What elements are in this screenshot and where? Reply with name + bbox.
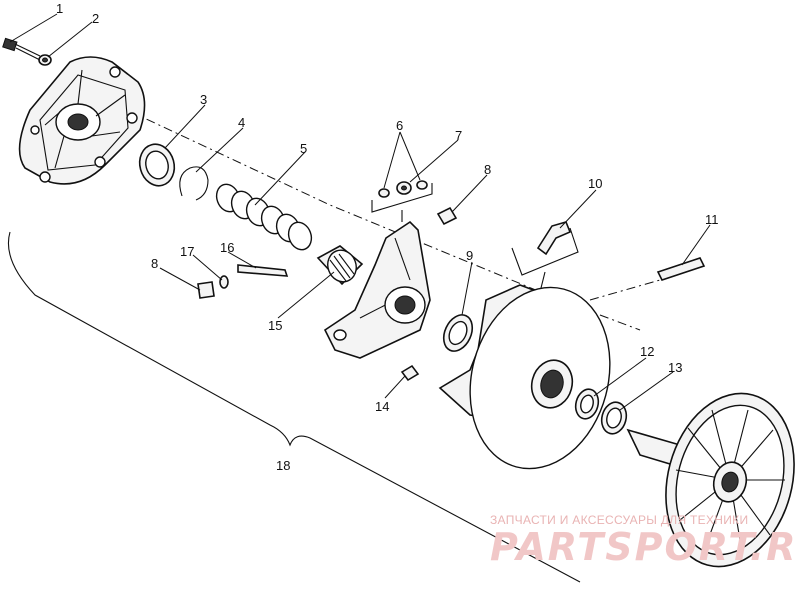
callout-16: 16 bbox=[220, 240, 234, 255]
part-small-nut bbox=[400, 364, 420, 382]
part-snap-ring bbox=[179, 166, 209, 201]
callout-labels: 1 2 3 4 5 6 7 8 10 11 17 16 8 9 15 12 13… bbox=[56, 1, 719, 473]
part-roller bbox=[316, 245, 364, 286]
part-cover bbox=[18, 56, 146, 185]
callout-14: 14 bbox=[375, 399, 389, 414]
part-spider-arm bbox=[323, 220, 431, 359]
part-pin-head-left bbox=[197, 281, 215, 299]
part-sheave-ring bbox=[574, 388, 600, 420]
part-small-washer bbox=[219, 275, 229, 289]
callout-5: 5 bbox=[300, 141, 307, 156]
callout-13: 13 bbox=[668, 360, 682, 375]
leader-lines bbox=[9, 13, 711, 411]
part-washer-set bbox=[371, 180, 433, 222]
callout-8-right: 8 bbox=[484, 162, 491, 177]
part-clip bbox=[511, 221, 579, 293]
part-spring bbox=[215, 183, 313, 251]
part-long-pin bbox=[656, 257, 706, 281]
part-washer bbox=[38, 54, 52, 66]
part-pin bbox=[237, 264, 289, 277]
callout-18: 18 bbox=[276, 458, 290, 473]
callout-9: 9 bbox=[466, 248, 473, 263]
callout-10: 10 bbox=[588, 176, 602, 191]
assembly-axis bbox=[94, 94, 641, 331]
part-bushing bbox=[138, 143, 176, 187]
callout-3: 3 bbox=[200, 92, 207, 107]
callout-7: 7 bbox=[455, 128, 462, 143]
watermark-logo: PARTSPORT.RU bbox=[490, 525, 800, 569]
part-ring bbox=[442, 314, 474, 352]
part-nut-right bbox=[436, 206, 458, 226]
callout-6: 6 bbox=[396, 118, 403, 133]
callout-12: 12 bbox=[640, 344, 654, 359]
part-fixed-sheave bbox=[626, 392, 795, 568]
callout-2: 2 bbox=[92, 11, 99, 26]
callout-11: 11 bbox=[705, 212, 719, 227]
axis-segment-right bbox=[589, 279, 661, 301]
watermark-caption: ЗАПЧАСТИ И АКСЕССУАРЫ ДЛЯ ТЕХНИКИ bbox=[490, 513, 748, 527]
callout-8-left: 8 bbox=[151, 256, 158, 271]
callout-15: 15 bbox=[268, 318, 282, 333]
callout-4: 4 bbox=[238, 115, 245, 130]
callout-1: 1 bbox=[56, 1, 63, 16]
callout-17: 17 bbox=[180, 244, 194, 259]
assembly-bracket bbox=[7, 231, 581, 583]
watermark: ЗАПЧАСТИ И АКСЕССУАРЫ ДЛЯ ТЕХНИКИ PARTSP… bbox=[490, 513, 800, 569]
part-bolt bbox=[2, 37, 41, 61]
part-moving-sheave bbox=[438, 284, 611, 470]
